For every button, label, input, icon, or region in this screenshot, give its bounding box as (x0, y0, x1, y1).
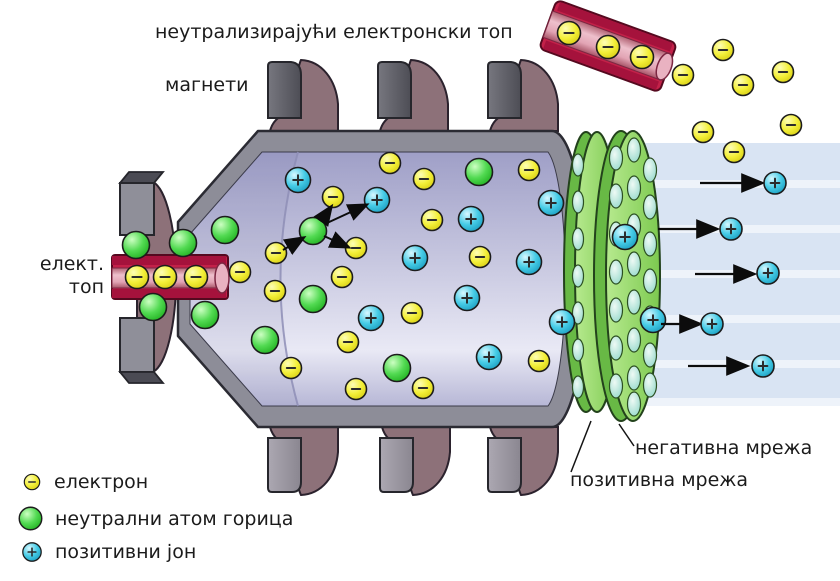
positive-ion-icon (22, 542, 42, 562)
gun-opening (214, 262, 230, 294)
electron-gun-label: елект. топ (28, 253, 104, 299)
magnets-label: магнети (165, 74, 249, 96)
legend-item-electron: електрон (21, 471, 148, 493)
electron-gun-label-line2: топ (68, 275, 104, 298)
legend-item-neutral-atom: неутрални атом горица (17, 505, 293, 532)
legend-label-positive-ion: позитивни јон (55, 541, 197, 563)
legend-label-electron: електрон (54, 471, 149, 493)
magnet-bottom-2 (379, 426, 451, 497)
beam-arrows (658, 173, 766, 376)
magnet-top-1 (267, 58, 339, 132)
leader-line-positive-grid (570, 420, 592, 473)
neutralizer-electrons (556, 20, 655, 70)
magnet-bottom-3 (487, 426, 559, 497)
chamber-electrons (228, 151, 551, 401)
title-label: неутрализирајући електронски топ (155, 21, 513, 43)
left-block-bottom (119, 317, 155, 373)
leader-line-negative-grid (618, 423, 635, 447)
top-magnets (267, 58, 559, 132)
left-block-top-cap (118, 171, 165, 184)
gun-electrons (124, 264, 209, 290)
emitted-electrons (671, 38, 803, 164)
neutral-atoms (121, 157, 494, 383)
positive-grid-holes (571, 153, 585, 399)
magnet-top-2 (377, 58, 449, 132)
beam-ions (700, 171, 787, 378)
grid-ions (611, 223, 667, 334)
bottom-magnets (267, 426, 559, 497)
legend-item-positive-ion: позитивни јон (20, 540, 196, 564)
neutral-atom-icon (18, 506, 43, 531)
magnet-top-3 (487, 58, 559, 132)
left-block-top (119, 182, 155, 236)
negative-grid-disc (593, 130, 661, 422)
neutralizer-opening (655, 52, 674, 81)
left-block-bottom-cap (118, 371, 165, 384)
positive-grid-label: позитивна мрежа (570, 469, 749, 491)
legend-label-neutral-atom: неутрални атом горица (55, 507, 294, 530)
collision-arrows (282, 203, 370, 255)
electron-icon (23, 473, 41, 491)
negative-grid-holes (608, 137, 658, 417)
chamber-ions (284, 166, 576, 371)
electron-gun-label-line1: елект. (39, 253, 104, 275)
negative-grid-label: негативна мрежа (635, 437, 813, 459)
magnet-bottom-1 (267, 426, 339, 497)
